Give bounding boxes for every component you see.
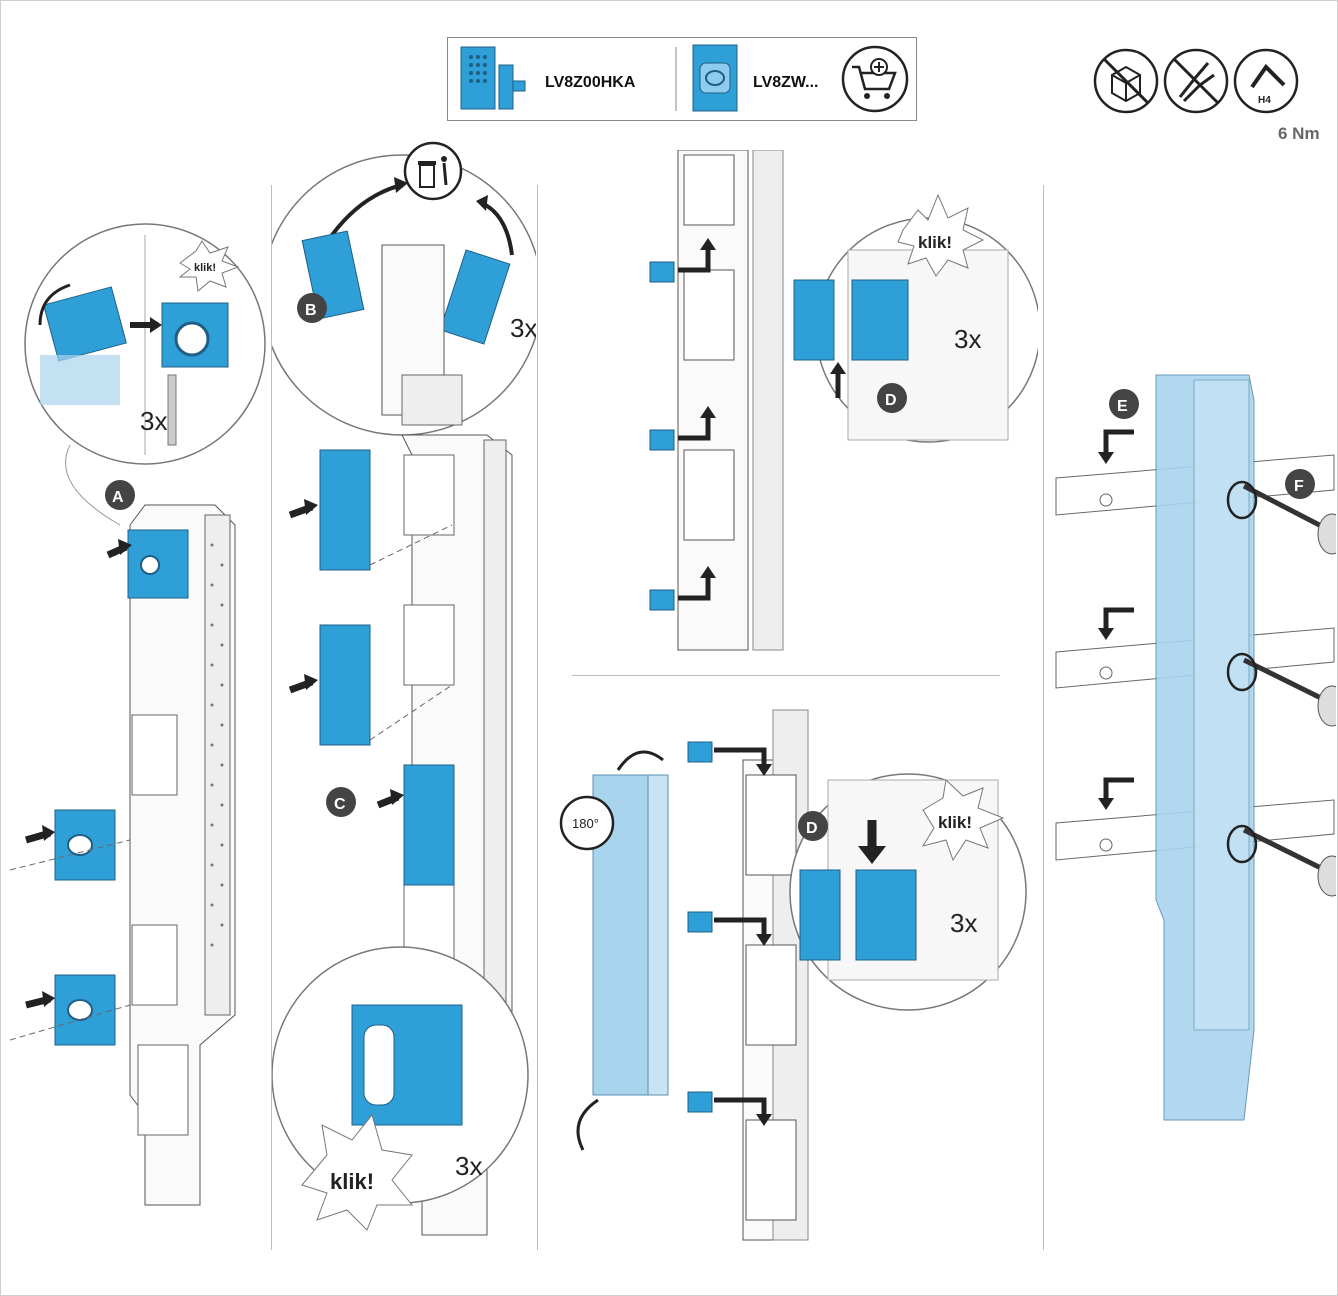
clip-zoom-4 bbox=[855, 869, 917, 961]
click-text-c: klik! bbox=[330, 1169, 374, 1194]
cover-icon bbox=[692, 44, 738, 112]
step-b-marker: B bbox=[305, 302, 317, 319]
shroud-3 bbox=[403, 764, 455, 886]
divider-2 bbox=[537, 185, 538, 1250]
count-text-d2: 3x bbox=[950, 908, 977, 938]
divider-3 bbox=[1043, 185, 1044, 1250]
cover-ref-label: LV8ZW... bbox=[753, 74, 818, 91]
panel-step-a: klik! 3x A bbox=[9, 223, 266, 1206]
step-e-marker: E bbox=[1117, 398, 1128, 415]
step-a-marker: A bbox=[112, 489, 124, 506]
cover-a-top bbox=[127, 529, 189, 599]
count-text-a: 3x bbox=[140, 406, 167, 436]
count-text-c: 3x bbox=[455, 1151, 482, 1181]
hex-size-label: H4 bbox=[1258, 95, 1271, 106]
panel-step-ef: E F bbox=[1055, 374, 1336, 1121]
trash-bin-icon bbox=[403, 141, 463, 201]
rail-assembly-d-top bbox=[677, 150, 784, 651]
click-text-a: klik! bbox=[194, 262, 216, 274]
tools-header: H4 6 Nm bbox=[1093, 48, 1320, 143]
clip-6 bbox=[687, 1091, 713, 1113]
click-text-d1: klik! bbox=[918, 233, 952, 252]
cart-plus-icon bbox=[841, 45, 909, 113]
shroud-1 bbox=[319, 449, 371, 571]
rail-assembly-a bbox=[129, 504, 236, 1206]
count-text-b: 3x bbox=[510, 313, 536, 343]
panel-step-d-top: klik! 3x D bbox=[649, 150, 1038, 651]
clip-2 bbox=[649, 429, 675, 451]
clip-zoom-1 bbox=[793, 279, 835, 361]
click-burst-c bbox=[301, 1113, 414, 1231]
panel-step-d-bottom: 180° klik! 3x D bbox=[559, 709, 1027, 1241]
click-burst-a bbox=[178, 240, 240, 292]
torque-label: 6 Nm bbox=[1278, 124, 1320, 143]
step-d-marker-1: D bbox=[885, 392, 897, 409]
click-burst-d2 bbox=[921, 778, 1005, 862]
screwdrivers bbox=[1242, 483, 1331, 875]
count-text-d1: 3x bbox=[954, 324, 981, 354]
assembled-rail bbox=[1155, 374, 1255, 1121]
panel-step-bc: B 3x C klik! 3x bbox=[272, 141, 536, 1236]
clip-zoom-3 bbox=[799, 869, 841, 961]
step-d-marker-2: D bbox=[806, 820, 818, 837]
parts-header: LV8Z00HKA LV8ZW... bbox=[447, 37, 917, 121]
rail-assembly-d-bottom bbox=[742, 709, 809, 1241]
kit-ref-label: LV8Z00HKA bbox=[545, 74, 636, 91]
shroud-2 bbox=[319, 624, 371, 746]
clip-3 bbox=[649, 589, 675, 611]
rotate-icon bbox=[559, 795, 615, 851]
clip-5 bbox=[687, 911, 713, 933]
step-c-marker: C bbox=[334, 796, 346, 813]
no-packaging-icon bbox=[1093, 48, 1159, 114]
step-f-marker: F bbox=[1294, 478, 1304, 495]
click-text-d2: klik! bbox=[938, 813, 972, 832]
hex-key-icon: H4 bbox=[1233, 48, 1299, 114]
clip-1 bbox=[649, 261, 675, 283]
kit-icon bbox=[460, 46, 526, 110]
click-burst-d1 bbox=[897, 193, 985, 277]
shield-right bbox=[439, 249, 511, 345]
divider-4 bbox=[572, 675, 1000, 676]
rotate-label: 180° bbox=[572, 816, 599, 831]
clip-4 bbox=[687, 741, 713, 763]
clip-zoom-2 bbox=[851, 279, 909, 361]
divider-1 bbox=[271, 185, 272, 1250]
no-cutter-icon bbox=[1163, 48, 1229, 114]
